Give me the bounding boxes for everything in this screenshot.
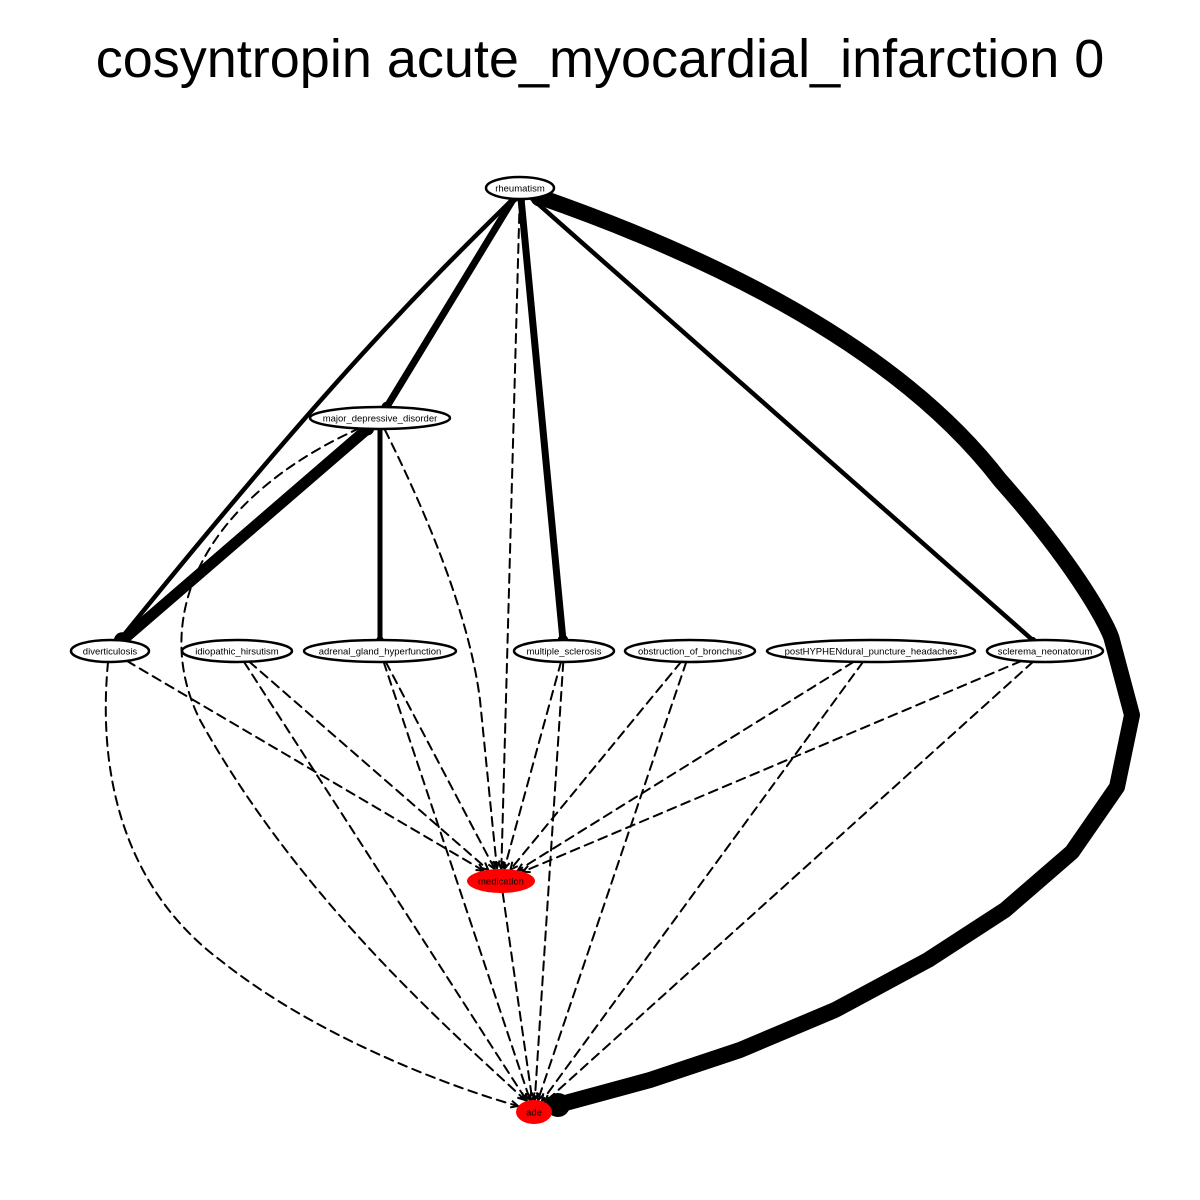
node-shape-major_depressive_disorder bbox=[308, 405, 452, 431]
edge-multiple_sclerosis-to-ade bbox=[533, 660, 565, 1102]
edge-head-obstruction_of_bronchus-to-ade bbox=[535, 1092, 545, 1103]
node-label-major_depressive_disorder: major_depressive_disorder bbox=[323, 414, 438, 425]
node-adrenal_gland_hyperfunction: adrenal_gland_hyperfunction bbox=[302, 638, 458, 664]
node-rheumatism: rheumatism bbox=[484, 175, 556, 201]
edge-obstruction_of_bronchus-to-ade bbox=[536, 660, 688, 1102]
edge-sclerema_neonatorum-to-ade bbox=[543, 660, 1035, 1104]
diagram-title: cosyntropin acute_myocardial_infarction … bbox=[95, 29, 1105, 89]
node-shape-obstruction_of_bronchus bbox=[623, 638, 757, 664]
node-medication: medication bbox=[467, 869, 535, 893]
node-label-adrenal_gland_hyperfunction: adrenal_gland_hyperfunction bbox=[319, 647, 442, 658]
node-postHYPHENdural_puncture_headaches: postHYPHENdural_puncture_headaches bbox=[765, 638, 977, 664]
edge-sclerema_neonatorum-to-medication bbox=[521, 660, 1023, 873]
node-shape-multiple_sclerosis bbox=[512, 638, 616, 664]
nodes-layer: rheumatism major_depressive_disorderdiver… bbox=[69, 175, 1105, 1124]
edge-head-diverticulosis-to-ade bbox=[509, 1099, 521, 1109]
edge-head-medication-to-ade bbox=[527, 1092, 536, 1103]
node-shape-medication bbox=[467, 869, 535, 893]
edge-rheumatism-to-major_depressive_disorder bbox=[383, 195, 517, 411]
node-obstruction_of_bronchus: obstruction_of_bronchus bbox=[623, 638, 757, 664]
node-idiopathic_hirsutism: idiopathic_hirsutism bbox=[180, 638, 294, 664]
node-shape-idiopathic_hirsutism bbox=[180, 638, 294, 664]
edge-rheumatism-to-medication bbox=[500, 198, 521, 871]
edge-head-rheumatism-to-ade bbox=[546, 1093, 570, 1117]
edge-postHYPHENdural_puncture_headaches-to-medication bbox=[516, 660, 855, 872]
edge-medication-to-ade bbox=[501, 891, 534, 1102]
edge-diverticulosis-to-ade bbox=[104, 661, 519, 1107]
edge-adrenal_gland_hyperfunction-to-medication bbox=[384, 660, 496, 871]
edge-postHYPHENdural_puncture_headaches-to-ade bbox=[540, 660, 864, 1103]
node-label-rheumatism: rheumatism bbox=[495, 184, 545, 195]
edge-adrenal_gland_hyperfunction-to-ade bbox=[382, 660, 532, 1102]
node-label-sclerema_neonatorum: sclerema_neonatorum bbox=[998, 647, 1093, 658]
edge-head-diverticulosis-to-medication bbox=[475, 863, 486, 872]
edge-idiopathic_hirsutism-to-ade bbox=[243, 660, 528, 1102]
edges-layer bbox=[104, 187, 1140, 1117]
edge-rheumatism-to-multiple_sclerosis bbox=[517, 195, 567, 644]
node-ade: ade bbox=[516, 1100, 552, 1124]
edge-rheumatism-to-ade bbox=[532, 189, 1140, 1113]
node-label-multiple_sclerosis: multiple_sclerosis bbox=[527, 647, 602, 658]
edge-diverticulosis-to-medication bbox=[125, 659, 485, 872]
node-label-idiopathic_hirsutism: idiopathic_hirsutism bbox=[195, 647, 279, 658]
node-multiple_sclerosis: multiple_sclerosis bbox=[512, 638, 616, 664]
edge-head-sclerema_neonatorum-to-medication bbox=[520, 865, 531, 874]
node-label-postHYPHENdural_puncture_headaches: postHYPHENdural_puncture_headaches bbox=[785, 647, 958, 658]
node-label-obstruction_of_bronchus: obstruction_of_bronchus bbox=[638, 647, 742, 658]
node-diverticulosis: diverticulosis bbox=[69, 638, 151, 664]
node-shape-diverticulosis bbox=[69, 638, 151, 664]
node-shape-rheumatism bbox=[484, 175, 556, 201]
node-sclerema_neonatorum: sclerema_neonatorum bbox=[985, 638, 1105, 664]
edge-major_depressive_disorder-to-medication bbox=[384, 429, 498, 869]
node-label-diverticulosis: diverticulosis bbox=[83, 647, 138, 658]
edge-obstruction_of_bronchus-to-medication bbox=[509, 660, 683, 871]
node-label-medication: medication bbox=[478, 877, 524, 888]
node-major_depressive_disorder: major_depressive_disorder bbox=[308, 405, 452, 431]
edge-idiopathic_hirsutism-to-medication bbox=[248, 660, 490, 871]
node-shape-adrenal_gland_hyperfunction bbox=[302, 638, 458, 664]
edge-rheumatism-to-sclerema_neonatorum bbox=[529, 196, 1036, 643]
edge-major_depressive_disorder-to-ade bbox=[180, 427, 526, 1101]
edge-rheumatism-to-diverticulosis bbox=[120, 194, 518, 639]
edge-multiple_sclerosis-to-medication bbox=[503, 660, 562, 871]
node-shape-sclerema_neonatorum bbox=[985, 638, 1105, 664]
node-shape-ade bbox=[516, 1100, 552, 1124]
edge-major_depressive_disorder-to-diverticulosis bbox=[116, 423, 373, 647]
node-shape-postHYPHENdural_puncture_headaches bbox=[765, 638, 977, 664]
node-label-ade: ade bbox=[526, 1108, 542, 1119]
